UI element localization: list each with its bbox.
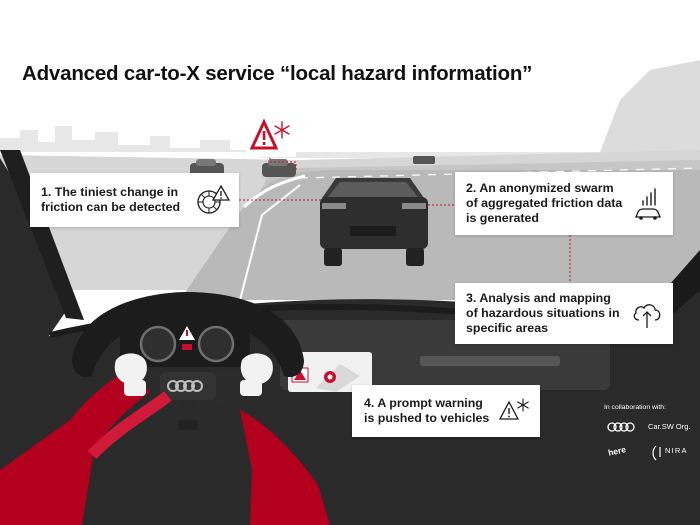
instrument-cluster (120, 315, 250, 367)
headline: Advanced car-to-X service “local hazard … (22, 62, 533, 85)
tire-friction-warning-icon (197, 184, 230, 214)
carsw-org-logo: Car.SW Org. (648, 422, 691, 431)
lead-car (320, 178, 428, 266)
step-1-text: 1. The tiniest change in friction can be… (41, 185, 181, 214)
step-2-text: 2. An anonymized swarm of aggregated fri… (466, 181, 623, 225)
road-hazard-sign (246, 117, 296, 157)
cloud-upload-icon (633, 303, 661, 328)
step-1-callout: 1. The tiniest change in friction can be… (30, 173, 239, 227)
step-3-text: 3. Analysis and mapping of hazardous sit… (466, 291, 620, 335)
audi-rings-logo (607, 422, 635, 432)
nira-logo-mark (652, 445, 661, 461)
step-4-callout: 4. A prompt warning is pushed to vehicle… (352, 385, 540, 437)
partners-intro: In collaboration with: (604, 404, 666, 411)
step-4-text: 4. A prompt warning is pushed to vehicle… (364, 396, 490, 425)
warning-snowflake-icon (498, 398, 529, 420)
step-2-callout: 2. An anonymized swarm of aggregated fri… (455, 172, 673, 235)
car-signal-icon (635, 187, 661, 220)
nira-logo: NIRA (665, 446, 688, 455)
infotainment-screen (288, 352, 372, 392)
step-3-callout: 3. Analysis and mapping of hazardous sit… (455, 283, 673, 344)
steering-wheel (72, 292, 304, 440)
